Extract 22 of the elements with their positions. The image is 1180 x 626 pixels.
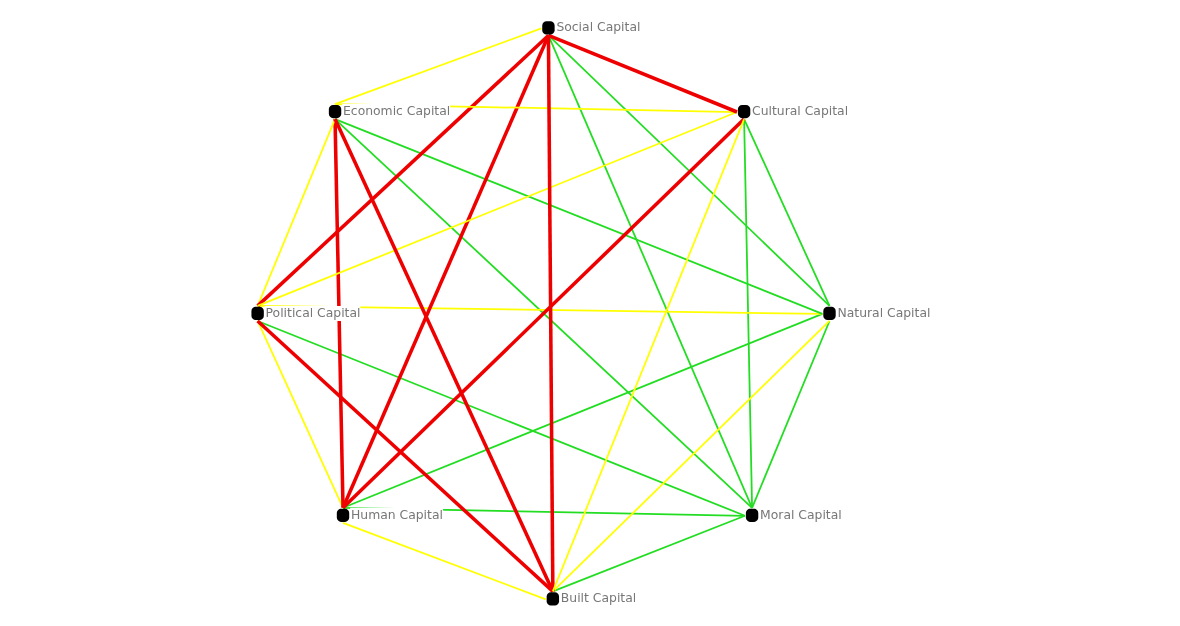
connector <box>742 118 830 307</box>
connector <box>341 313 823 509</box>
connector <box>547 34 830 307</box>
node-label: Cultural Capital <box>751 102 848 118</box>
connector <box>333 118 823 315</box>
node-label: Built Capital <box>560 590 636 606</box>
connector <box>341 521 547 601</box>
connector <box>551 118 745 593</box>
connector <box>551 320 830 593</box>
connector <box>255 34 550 308</box>
connector <box>332 118 554 593</box>
node-label: Moral Capital <box>759 506 842 522</box>
connector <box>255 319 554 593</box>
connector <box>547 33 738 114</box>
node-label: Natural Capital <box>836 304 930 320</box>
connector <box>256 111 738 307</box>
connector <box>551 514 746 593</box>
node-label: Social Capital <box>555 19 640 35</box>
connector <box>547 34 753 509</box>
connector <box>546 35 555 592</box>
connector <box>750 320 830 509</box>
connector <box>332 119 345 508</box>
